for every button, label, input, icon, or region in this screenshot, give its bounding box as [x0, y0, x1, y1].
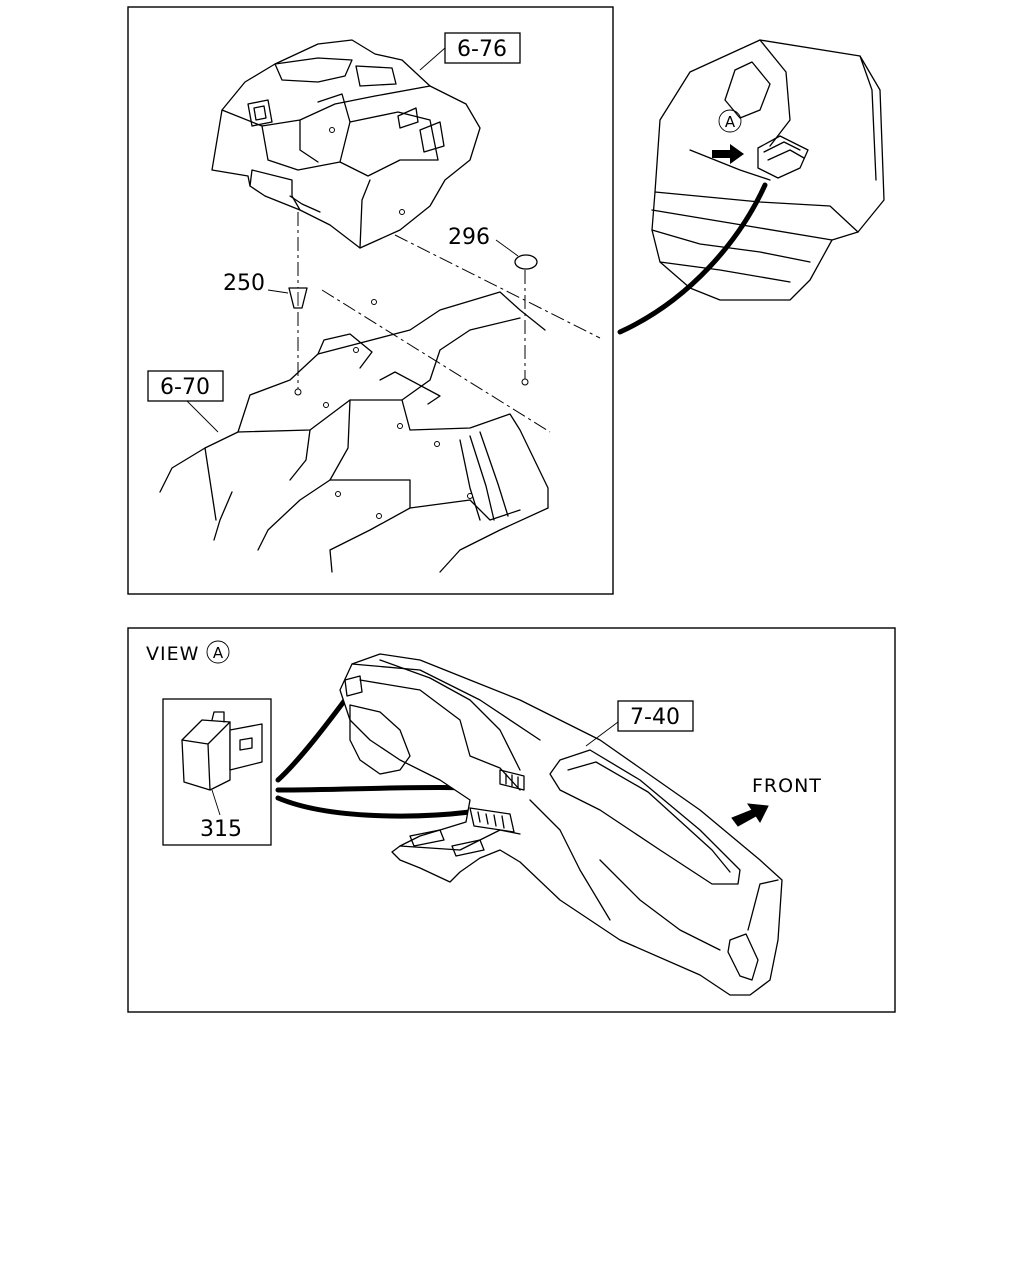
clip-part: [288, 287, 308, 309]
arrow-icon: [712, 144, 744, 164]
leader-line: [617, 182, 768, 335]
part-number-clip: 250: [223, 271, 265, 296]
instrument-panel: [339, 653, 783, 996]
ref-box-instrument-panel: [617, 700, 694, 732]
switch-part: [181, 711, 263, 791]
console-cover: [211, 39, 481, 249]
front-direction-label: FRONT: [752, 775, 822, 797]
view-marker: A: [213, 644, 224, 662]
vehicle-overview: [651, 39, 885, 301]
part-number-plug: 296: [448, 225, 490, 250]
floor-panel: [159, 291, 549, 573]
plug-part: [514, 254, 538, 270]
callout-circle-icon: [718, 109, 742, 133]
ref-box-floor-panel: [147, 370, 224, 402]
ref-label-console-cover: 6-76: [457, 37, 507, 62]
top-frame: [127, 6, 614, 595]
ref-label-instrument-panel: 7-40: [630, 705, 680, 730]
bottom-frame: [127, 627, 896, 1013]
part-number-switch: 315: [200, 817, 242, 842]
view-marker-circle-icon: [206, 640, 230, 664]
front-arrow-icon: [731, 803, 769, 827]
callout-marker-top: A: [725, 113, 736, 131]
leader-line-middle: [275, 784, 473, 793]
view-title: VIEW: [146, 643, 199, 665]
leader-line-lower: [275, 795, 473, 819]
leader-line-upper: [275, 697, 348, 783]
ref-box-console-cover: [444, 32, 521, 64]
ref-label-floor-panel: 6-70: [160, 375, 210, 400]
